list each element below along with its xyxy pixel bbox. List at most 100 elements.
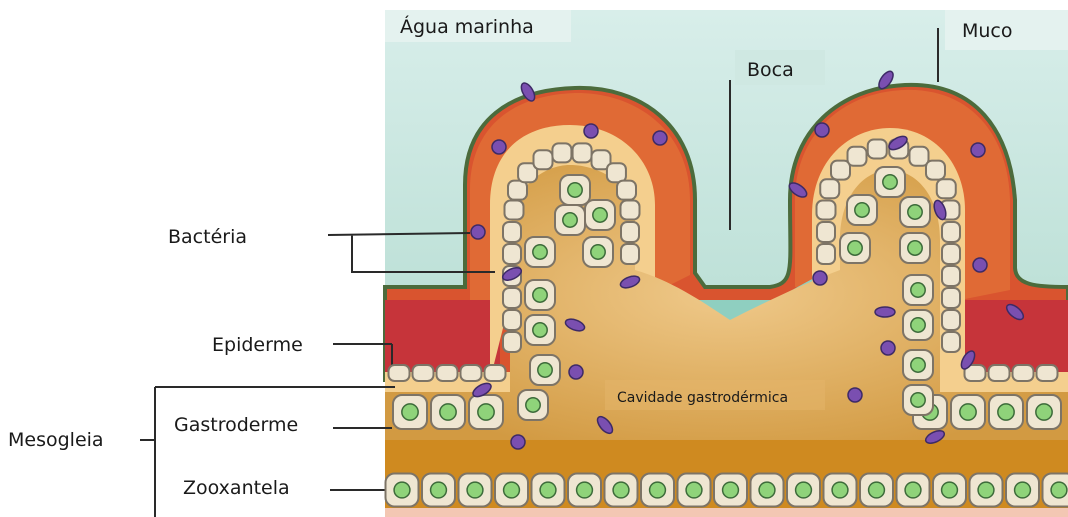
zooxanthella-cell: [796, 482, 812, 498]
epidermal-cell: [503, 288, 521, 308]
zooxanthella-cell: [533, 288, 547, 302]
epidermal-cell: [437, 365, 458, 381]
zooxanthella-cell: [440, 404, 456, 420]
zooxanthella-cell: [533, 245, 547, 259]
zooxanthella-cell: [467, 482, 483, 498]
zooxanthella-cell: [431, 482, 447, 498]
epidermal-cell: [942, 332, 960, 352]
zooxanthella-cell: [998, 404, 1014, 420]
zooxanthella-cell: [911, 358, 925, 372]
epidermal-cell: [534, 150, 553, 169]
epidermal-cell: [503, 222, 521, 242]
zooxanthella-cell: [848, 241, 862, 255]
epidermal-cell: [617, 181, 636, 200]
epidermal-cell: [817, 222, 835, 242]
bacterium-coccus: [881, 341, 895, 355]
zooxanthella-cell: [869, 482, 885, 498]
zooxanthella-cell: [905, 482, 921, 498]
zooxanthella-cell: [613, 482, 629, 498]
bacterium-coccus: [813, 271, 827, 285]
epidermal-cell: [820, 179, 839, 198]
epidermal-cell: [868, 139, 887, 158]
epidermal-cell: [942, 288, 960, 308]
zooxanthella-cell: [402, 404, 418, 420]
zooxanthella-cell: [591, 245, 605, 259]
zooxanthella-cell: [911, 318, 925, 332]
zooxanthella-cell: [593, 208, 607, 222]
label-gastroderme: Gastroderme: [174, 414, 298, 436]
epidermal-cell: [505, 201, 524, 220]
bacterium-coccus: [815, 123, 829, 137]
zooxanthella-cell: [942, 482, 958, 498]
epidermal-cell: [503, 332, 521, 352]
epidermal-cell: [621, 222, 639, 242]
label-boca: Boca: [747, 59, 794, 81]
bacterium-coccus: [569, 365, 583, 379]
bacterium-coccus: [471, 225, 485, 239]
zooxanthella-cell: [478, 404, 494, 420]
epidermal-cell: [503, 310, 521, 330]
epidermal-cell: [910, 147, 929, 166]
label-cavidade-gastrodermica: Cavidade gastrodérmica: [617, 390, 788, 406]
zooxanthella-cell: [908, 241, 922, 255]
epidermal-cell: [942, 244, 960, 264]
bacterium-coccus: [584, 124, 598, 138]
zooxanthella-cell: [960, 404, 976, 420]
epidermal-cell: [942, 222, 960, 242]
zooxanthella-cell: [526, 398, 540, 412]
zooxanthella-cell: [1015, 482, 1031, 498]
zooxanthella-cell: [504, 482, 520, 498]
epidermal-cell: [621, 201, 640, 220]
epidermal-cell: [485, 365, 506, 381]
epidermal-cell: [937, 179, 956, 198]
epidermal-cell: [926, 161, 945, 180]
epidermal-cell: [942, 266, 960, 286]
epidermal-cell: [989, 365, 1010, 381]
zooxanthella-cell: [911, 393, 925, 407]
epidermal-cell: [831, 161, 850, 180]
zooxanthella-cell: [911, 283, 925, 297]
zooxanthella-cell: [568, 183, 582, 197]
bacterium-coccus: [511, 435, 525, 449]
epidermal-cell: [1037, 365, 1058, 381]
epidermal-cell: [942, 310, 960, 330]
bacterium-rod: [875, 307, 895, 317]
zooxanthella-cell: [723, 482, 739, 498]
epidermal-cell: [607, 163, 626, 182]
bacterium-coccus: [973, 258, 987, 272]
bacterium-coccus: [653, 131, 667, 145]
label-muco: Muco: [962, 20, 1013, 42]
bacterium-coccus: [492, 140, 506, 154]
zooxanthella-cell: [1036, 404, 1052, 420]
epidermal-cell: [461, 365, 482, 381]
zooxanthella-cell: [908, 205, 922, 219]
base-strip: [385, 508, 1068, 517]
zooxanthella-cell: [394, 482, 410, 498]
zooxanthella-cell: [759, 482, 775, 498]
epidermal-cell: [621, 244, 639, 264]
zooxanthella-cell: [563, 213, 577, 227]
zooxanthella-cell: [540, 482, 556, 498]
epidermal-cell: [1013, 365, 1034, 381]
zooxanthella-cell: [855, 203, 869, 217]
zooxanthella-cell: [832, 482, 848, 498]
epidermal-cell: [552, 143, 571, 162]
label-agua-marinha: Água marinha: [400, 15, 534, 38]
zooxanthella-cell: [686, 482, 702, 498]
zooxanthella-cell: [1051, 482, 1067, 498]
epidermal-cell: [508, 181, 527, 200]
label-epiderme: Epiderme: [212, 334, 303, 356]
epidermal-cell: [389, 365, 410, 381]
epidermal-cell: [413, 365, 434, 381]
label-zooxantela: Zooxantela: [183, 477, 290, 499]
epidermal-cell: [817, 244, 835, 264]
epidermal-cell: [848, 147, 867, 166]
bacterium-coccus: [971, 143, 985, 157]
zooxanthella-cell: [533, 323, 547, 337]
bacterium-coccus: [848, 388, 862, 402]
epidermal-cell: [817, 201, 836, 220]
epidermal-cell: [503, 244, 521, 264]
zooxanthella-cell: [538, 363, 552, 377]
label-bacteria: Bactéria: [168, 226, 247, 248]
